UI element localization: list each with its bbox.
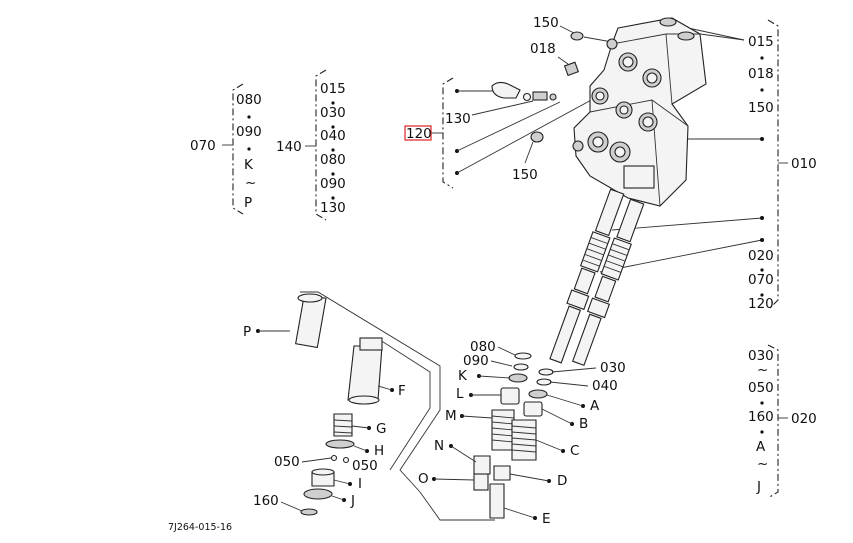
- callout-A[interactable]: A: [590, 398, 600, 414]
- valve-body: [530, 17, 707, 207]
- callout-090[interactable]: 090: [463, 353, 489, 369]
- left-assembly: P F G H 050 050 I J 160: [243, 291, 495, 521]
- g020-tilde-2: ~: [757, 456, 768, 472]
- callout-right-015[interactable]: 015: [748, 34, 774, 50]
- callout-J[interactable]: J: [350, 493, 355, 509]
- callout-F[interactable]: F: [398, 383, 406, 399]
- spool-right: [571, 198, 645, 367]
- g140-080: 080: [320, 152, 346, 168]
- callout-080[interactable]: 080: [470, 339, 496, 355]
- bracket-010-020-070-120: 010 020 070 120: [599, 137, 817, 312]
- top-callouts: 150 018: [530, 15, 613, 65]
- callout-160[interactable]: 160: [253, 493, 279, 509]
- callout-P[interactable]: P: [243, 324, 251, 340]
- callout-D[interactable]: D: [557, 473, 567, 489]
- stack-right: [489, 368, 554, 519]
- callout-L[interactable]: L: [456, 386, 464, 402]
- kit-parts: [491, 81, 557, 102]
- bracket-120-kit: 120 130 150: [404, 77, 596, 189]
- callout-top-018[interactable]: 018: [530, 41, 556, 57]
- g070-K: K: [244, 157, 254, 173]
- callout-020-group[interactable]: 020: [791, 411, 817, 427]
- g070-090: 090: [236, 124, 262, 140]
- callout-050-left[interactable]: 050: [274, 454, 300, 470]
- callout-140-group[interactable]: 140: [276, 139, 302, 155]
- callout-right-018[interactable]: 018: [748, 66, 774, 82]
- callout-K[interactable]: K: [458, 368, 468, 384]
- g140-130: 130: [320, 200, 346, 216]
- g070-P: P: [244, 195, 252, 211]
- stack-left: [473, 352, 532, 491]
- g140-030: 030: [320, 105, 346, 121]
- callout-H[interactable]: H: [374, 443, 384, 459]
- callout-O[interactable]: O: [418, 471, 429, 487]
- g070-080: 080: [236, 92, 262, 108]
- g020-tilde-1: ~: [757, 362, 768, 378]
- g020-A: A: [756, 439, 766, 455]
- callout-120[interactable]: 120: [406, 126, 432, 142]
- callout-N[interactable]: N: [434, 438, 444, 454]
- callout-B[interactable]: B: [579, 416, 588, 432]
- g020-J: J: [756, 479, 761, 495]
- callout-070-group[interactable]: 070: [190, 138, 216, 154]
- drawing-id: 7J264-015-16: [168, 522, 232, 533]
- callout-C[interactable]: C: [570, 443, 579, 459]
- callout-right-010[interactable]: 010: [791, 156, 817, 172]
- g140-040: 040: [320, 128, 346, 144]
- g020-160: 160: [748, 409, 774, 425]
- callout-right-150[interactable]: 150: [748, 100, 774, 116]
- callout-E[interactable]: E: [542, 511, 551, 527]
- g140-090: 090: [320, 176, 346, 192]
- g140-015: 015: [320, 81, 346, 97]
- callout-130[interactable]: 130: [445, 111, 471, 127]
- bracket-140-group: 140 015 030 040 080 090 130: [276, 69, 346, 221]
- stack-callouts: 080 090 K L M N O 030 040 A B C D E: [418, 339, 626, 527]
- bracket-015-018-150: 015 018 150: [659, 19, 779, 311]
- callout-030[interactable]: 030: [600, 360, 626, 376]
- callout-050-right[interactable]: 050: [352, 458, 378, 474]
- callout-right-070[interactable]: 070: [748, 272, 774, 288]
- callout-top-150[interactable]: 150: [533, 15, 559, 31]
- callout-right-020[interactable]: 020: [748, 248, 774, 264]
- callout-right-120[interactable]: 120: [748, 296, 774, 312]
- callout-I[interactable]: I: [358, 476, 362, 492]
- g070-tilde: ~: [245, 175, 256, 191]
- callout-G[interactable]: G: [376, 421, 386, 437]
- callout-040[interactable]: 040: [592, 378, 618, 394]
- bracket-070-group: 070 080 090 K ~ P: [190, 83, 262, 215]
- callout-150-lower[interactable]: 150: [512, 167, 538, 183]
- bracket-020-lower: 020 030 ~ 050 160 A ~ J: [748, 344, 817, 499]
- spool-left: [549, 188, 625, 364]
- highlight-120: [404, 125, 432, 141]
- g020-030: 030: [748, 348, 774, 364]
- g020-050: 050: [748, 380, 774, 396]
- callout-M[interactable]: M: [445, 408, 457, 424]
